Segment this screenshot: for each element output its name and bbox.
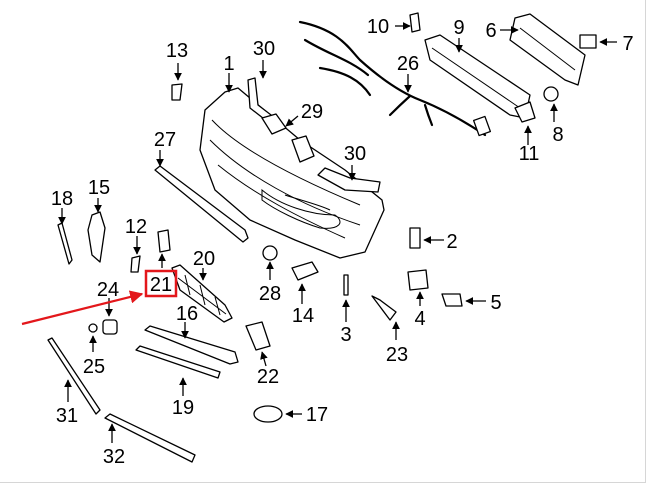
strip-part-18 xyxy=(57,222,73,265)
callout-27: 27 xyxy=(154,129,176,151)
leader-lines xyxy=(58,22,617,443)
absorber-part-9 xyxy=(424,34,531,119)
callout-9: 9 xyxy=(453,17,464,39)
bracket-part-29b xyxy=(291,135,315,163)
bolt-part-7 xyxy=(579,34,597,49)
clip-part-21 xyxy=(157,229,171,253)
molding-part-16 xyxy=(144,325,239,365)
strip-part-32 xyxy=(104,413,196,463)
callout-22: 22 xyxy=(257,366,279,388)
callout-16: 16 xyxy=(176,303,198,325)
callout-8: 8 xyxy=(552,124,563,146)
foglight-part-17 xyxy=(253,405,283,423)
callout-24: 24 xyxy=(97,279,119,301)
callout-29: 29 xyxy=(301,101,323,123)
strip-part-31 xyxy=(47,337,101,415)
highlight-arrow xyxy=(21,290,144,326)
clip-part-13 xyxy=(171,83,183,101)
callout-5: 5 xyxy=(490,292,501,314)
sensor-part-24 xyxy=(102,319,118,335)
callout-31: 31 xyxy=(56,405,78,427)
strip-part-19 xyxy=(135,345,221,379)
bracket-part-15 xyxy=(87,211,106,263)
callout-25: 25 xyxy=(83,356,105,378)
callout-28: 28 xyxy=(259,283,281,305)
callout-18: 18 xyxy=(51,188,73,210)
bracket-part-10 xyxy=(409,12,421,33)
callout-14: 14 xyxy=(292,305,314,327)
screw-part-3 xyxy=(343,274,349,296)
bolt-part-2 xyxy=(409,227,421,249)
callout-21: 21 xyxy=(150,274,172,296)
bracket-part-29a xyxy=(261,113,287,135)
callout-1: 1 xyxy=(223,53,234,75)
callout-15: 15 xyxy=(88,177,110,199)
bumper-cover-part xyxy=(199,87,385,259)
callout-32: 32 xyxy=(103,446,125,468)
callout-12: 12 xyxy=(125,216,147,238)
callout-3: 3 xyxy=(340,324,351,346)
bracket-part-4 xyxy=(407,269,429,291)
callout-23: 23 xyxy=(386,344,408,366)
callout-4: 4 xyxy=(414,308,425,330)
callout-10: 10 xyxy=(367,16,389,38)
callout-labels: 1 2 3 4 5 6 7 8 9 10 11 12 13 14 15 16 1… xyxy=(51,16,634,468)
clip-part-11 xyxy=(514,101,536,123)
callout-11: 11 xyxy=(519,143,540,165)
callout-7: 7 xyxy=(622,33,633,55)
emblem-part-28 xyxy=(262,245,278,261)
bracket-part-14 xyxy=(291,261,319,281)
callout-26: 26 xyxy=(397,53,419,75)
clip-part-12 xyxy=(130,255,141,273)
callout-2: 2 xyxy=(446,231,457,253)
highlight-box xyxy=(144,269,178,298)
wiring-harness-part xyxy=(298,20,492,137)
horn-part-23 xyxy=(371,295,397,321)
ring-part-25 xyxy=(88,323,98,333)
callout-13: 13 xyxy=(166,40,188,62)
callout-30-lower: 30 xyxy=(344,143,366,165)
callout-20: 20 xyxy=(193,248,215,270)
callout-6: 6 xyxy=(485,20,496,42)
callout-19: 19 xyxy=(172,397,194,419)
callout-30-upper: 30 xyxy=(253,38,275,60)
sensor-part-5 xyxy=(441,293,463,307)
grille-part-22 xyxy=(245,321,271,351)
nut-part-8 xyxy=(543,86,559,102)
callout-17: 17 xyxy=(306,404,328,426)
